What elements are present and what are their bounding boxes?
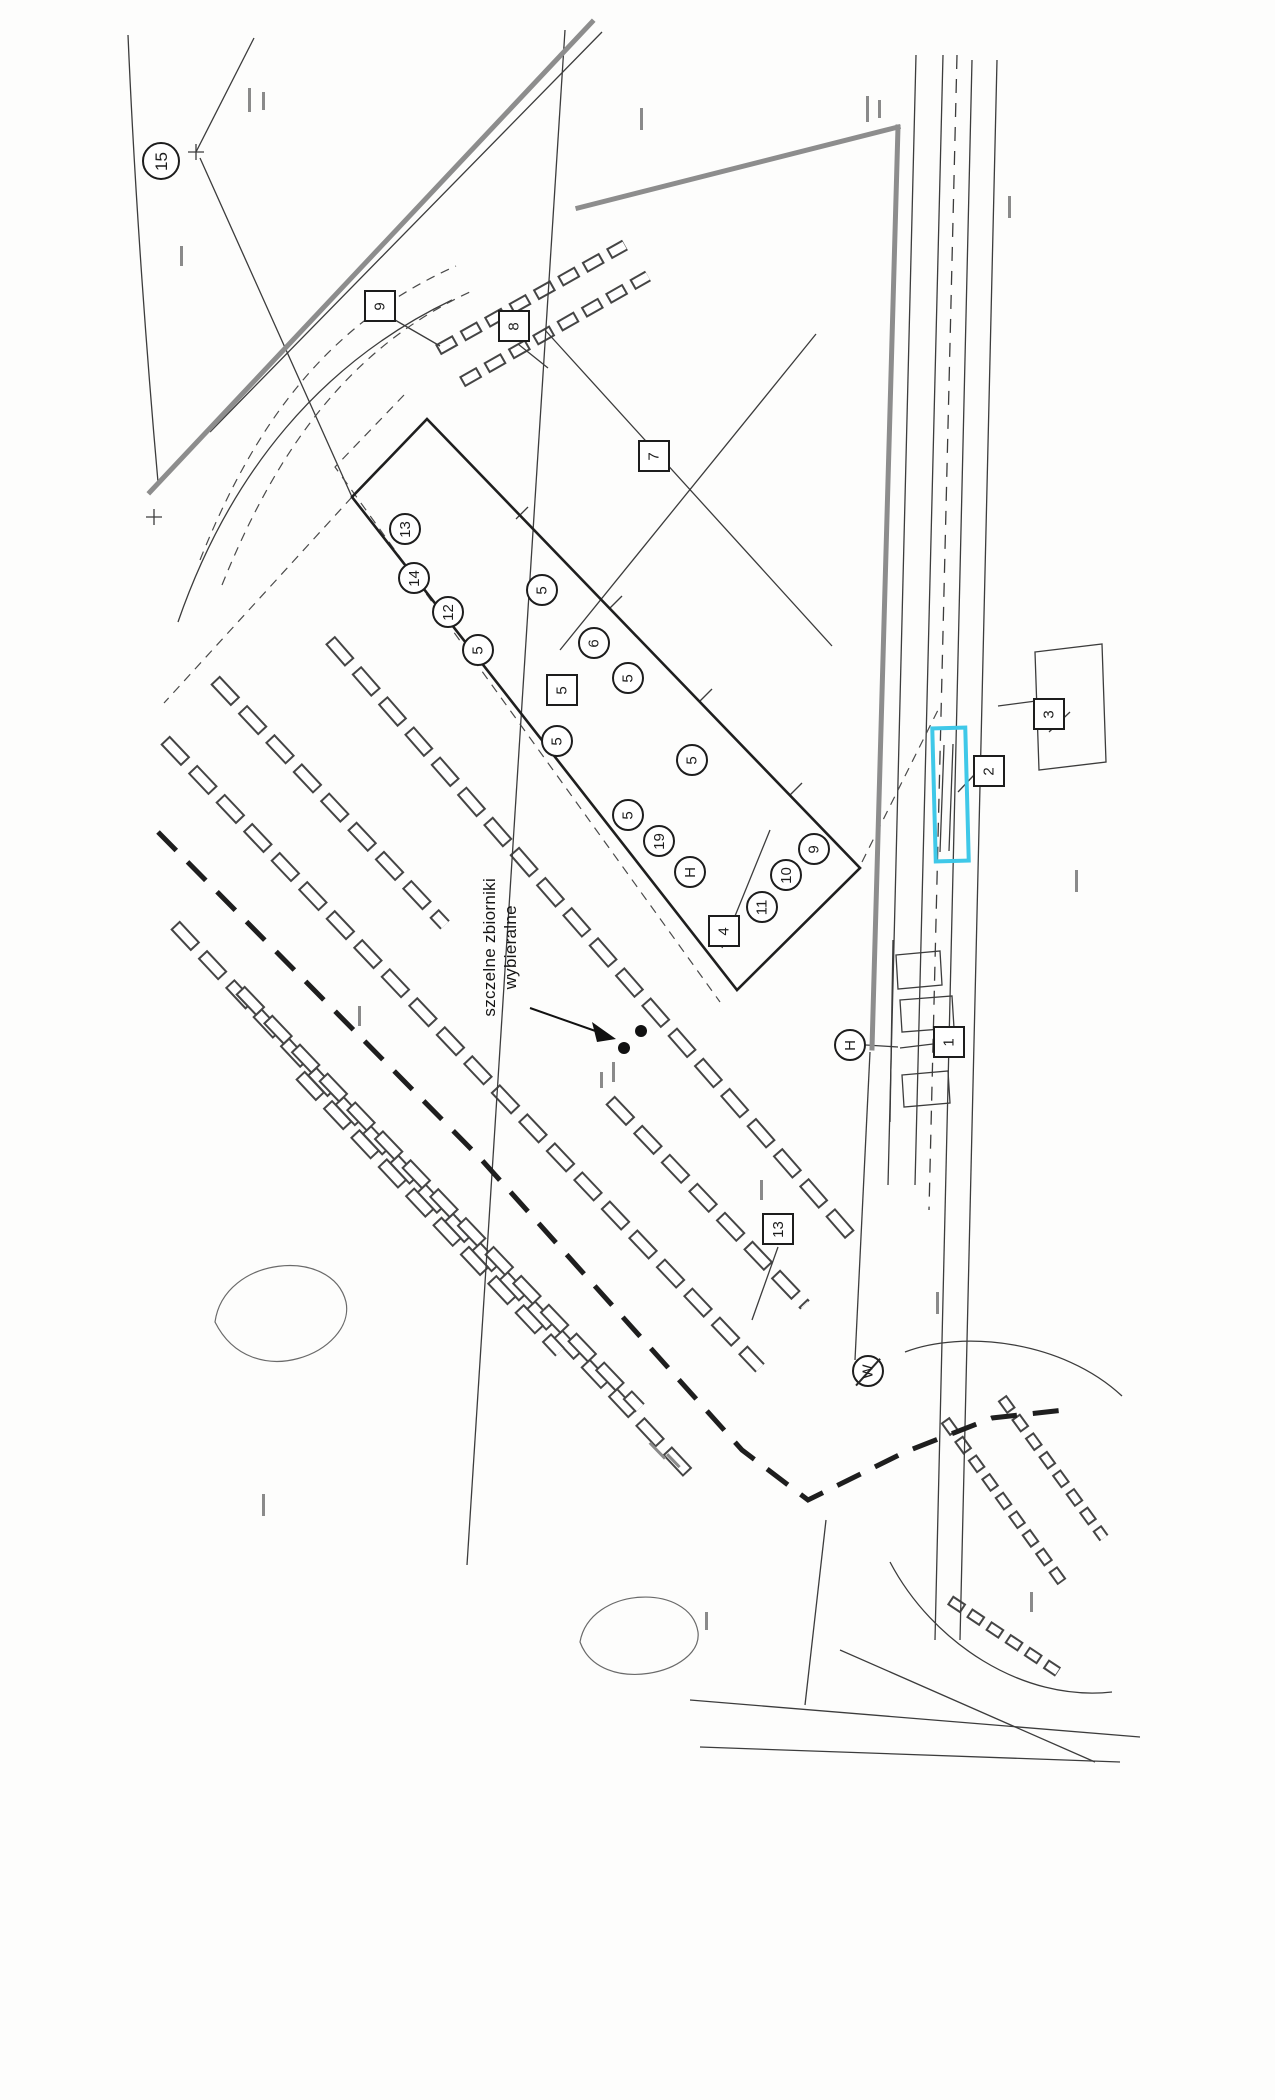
marker-label: 19 [650, 832, 668, 850]
marker-label: 5 [619, 810, 637, 820]
marker-label: 4 [715, 926, 733, 936]
marker-label: H [681, 866, 699, 878]
marker-circle-9: 9 [798, 833, 830, 865]
marker-circle-10: 10 [770, 859, 802, 891]
marker-label: 12 [439, 603, 457, 621]
marker-label: 13 [396, 520, 414, 538]
marker-label: 13 [769, 1220, 787, 1238]
street-dashed-edge [156, 830, 1065, 1503]
marker-circle-15: 15 [142, 142, 180, 180]
marker-label: 9 [371, 301, 389, 311]
marker-square-13: 13 [762, 1213, 794, 1245]
marker-circle-5: 5 [462, 634, 494, 666]
marker-label: 5 [533, 585, 551, 595]
marker-circle-H: H [834, 1029, 866, 1061]
marker-label: 5 [683, 755, 701, 765]
contour-lines [214, 1264, 699, 1675]
marker-label: 9 [805, 844, 823, 854]
marker-square-2: 2 [973, 755, 1005, 787]
marker-circle-5: 5 [676, 744, 708, 776]
marker-circle-6: 6 [578, 627, 610, 659]
marker-label: 10 [777, 866, 795, 884]
marker-square-3: 3 [1033, 698, 1065, 730]
marker-square-1: 1 [933, 1026, 965, 1058]
marker-label: 15 [151, 151, 171, 171]
parcel-strips [160, 239, 1109, 1677]
marker-circle-12: 12 [432, 596, 464, 628]
marker-label: 11 [753, 899, 771, 915]
marker-label: 5 [619, 673, 637, 683]
marker-circle-5: 5 [612, 662, 644, 694]
marker-label: 5 [469, 645, 487, 655]
tank-dots [618, 1025, 647, 1054]
marker-label: 14 [405, 569, 423, 587]
marker-circle-H: H [674, 856, 706, 888]
marker-label: 5 [553, 685, 571, 695]
marker-label: 2 [980, 766, 998, 776]
marker-label: W [859, 1363, 877, 1379]
tanks-leader-arrow [529, 1007, 616, 1042]
thick-gray-lines [146, 18, 902, 1051]
marker-label: 3 [1040, 709, 1058, 719]
marker-circle-5: 5 [526, 574, 558, 606]
marker-circle-13: 13 [389, 513, 421, 545]
tanks-annotation: szczelne zbiorniki wybieralne [479, 855, 522, 1039]
dashed-boundaries [163, 265, 941, 1003]
marker-square-5: 5 [546, 674, 578, 706]
marker-label: 7 [645, 451, 663, 461]
thin-lines [127, 29, 1141, 1763]
marker-circle-11: 11 [746, 891, 778, 923]
marker-label: H [841, 1039, 859, 1051]
survey-crosses [146, 144, 204, 525]
marker-square-8: 8 [498, 310, 530, 342]
marker-label: 6 [585, 638, 603, 648]
highlight-rectangle [930, 725, 971, 864]
marker-circle-19: 19 [643, 825, 675, 857]
marker-circle-W-valve: W [852, 1355, 884, 1387]
marker-label: 8 [505, 321, 523, 331]
illegible-scan-text [180, 88, 1078, 1630]
marker-label: 5 [548, 736, 566, 746]
marker-square-7: 7 [638, 440, 670, 472]
tanks-annotation-line2: wybieralne [501, 905, 520, 990]
marker-circle-5: 5 [541, 725, 573, 757]
marker-square-9: 9 [364, 290, 396, 322]
tanks-annotation-line1: szczelne zbiorniki [479, 877, 499, 1017]
marker-circle-5: 5 [612, 799, 644, 831]
marker-label: 1 [940, 1037, 958, 1047]
marker-square-4: 4 [708, 915, 740, 947]
marker-circle-14: 14 [398, 562, 430, 594]
